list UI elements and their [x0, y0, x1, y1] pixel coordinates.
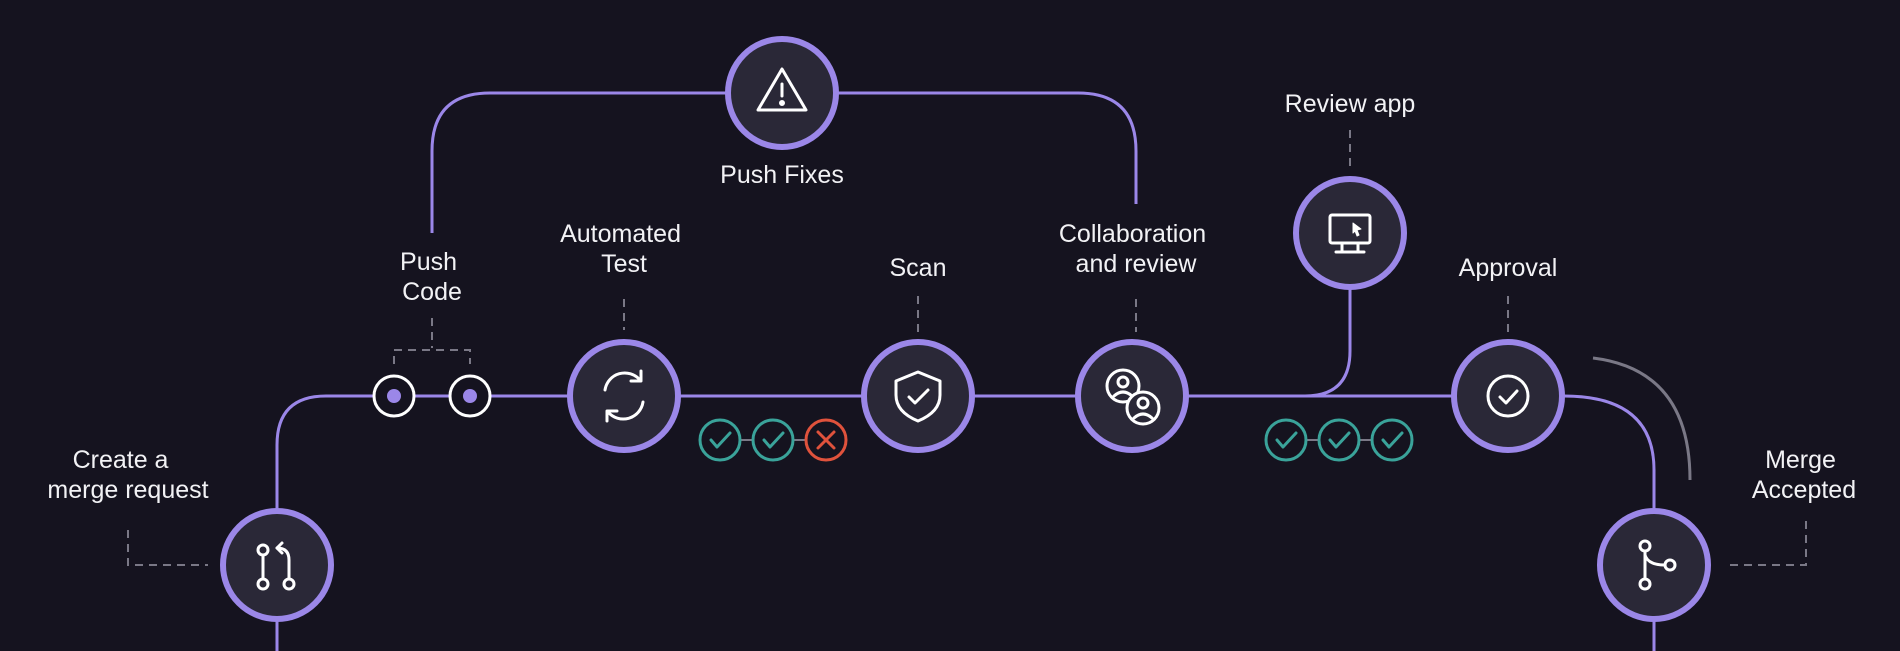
check-icon — [1317, 418, 1361, 462]
label-scan: Scan — [890, 254, 947, 282]
check-icon — [1370, 418, 1414, 462]
monitor-cursor-icon — [1328, 213, 1372, 254]
node-approval — [1451, 339, 1565, 453]
label-push-fixes: Push Fixes — [720, 161, 844, 189]
node-merge-accepted — [1597, 508, 1711, 622]
check-icon — [1264, 418, 1308, 462]
node-review-app — [1293, 176, 1407, 290]
test-results-2 — [1264, 418, 1414, 462]
users-icon — [1105, 368, 1161, 426]
commit-dot-2 — [448, 374, 492, 418]
node-collaboration — [1075, 339, 1189, 453]
check-icon — [751, 418, 795, 462]
shield-check-icon — [894, 370, 942, 423]
check-circle-icon — [1486, 374, 1530, 418]
merge-arc — [1592, 356, 1692, 481]
label-merge-accepted: Merge Accepted — [1752, 446, 1856, 504]
warning-icon — [756, 67, 808, 112]
label-push-code: Push Code — [400, 248, 464, 306]
node-create-merge-request — [220, 508, 334, 622]
node-automated-test — [567, 339, 681, 453]
node-scan — [861, 339, 975, 453]
cross-icon — [804, 418, 848, 462]
node-push-fixes — [725, 36, 839, 150]
dashed-connectors — [127, 130, 1807, 566]
branch-merge-icon — [1638, 539, 1677, 591]
label-automated-test: Automated Test — [560, 220, 688, 278]
refresh-icon — [603, 369, 645, 423]
main-path — [275, 394, 1656, 651]
label-create-merge-request: Create a merge request — [47, 446, 208, 504]
check-icon — [698, 418, 742, 462]
commit-dot-1 — [372, 374, 416, 418]
test-results-1 — [698, 418, 848, 462]
label-approval: Approval — [1459, 254, 1558, 282]
review-app-branch — [1280, 287, 1352, 398]
merge-request-icon — [256, 541, 296, 591]
label-review-app: Review app — [1285, 90, 1416, 118]
label-collaboration: Collaboration and review — [1059, 220, 1213, 278]
